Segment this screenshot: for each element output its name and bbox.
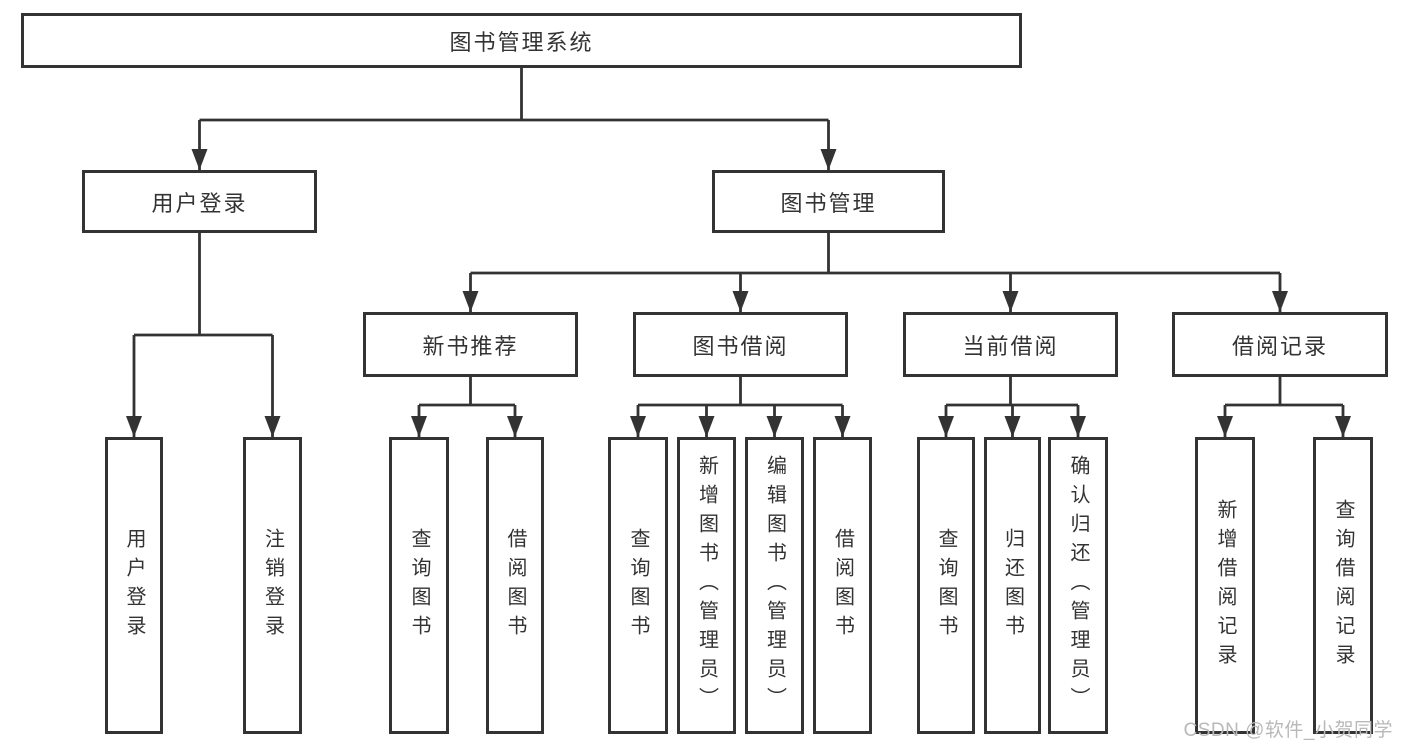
connector-user-login-group (126, 233, 281, 437)
leaf-records-add-borrow-record: 新增借阅记录 (1195, 437, 1255, 734)
csdn-watermark: CSDN @软件_小贺同学 (1183, 720, 1393, 741)
leaf-borrowing-add-books-admin: 新增图书（管理员） (677, 437, 736, 734)
leaf-borrowing-edit-books-admin: 编辑图书（管理员） (745, 437, 804, 734)
leaf-current-return-books: 归还图书 (984, 437, 1041, 734)
connector-book-mgmt-to-level2 (462, 233, 1288, 312)
node-new-book-recommend: 新书推荐 (363, 312, 578, 377)
connector-borrow-record-group (1217, 377, 1351, 437)
node-current-borrowing: 当前借阅 (903, 312, 1118, 377)
node-user-login: 用户登录 (82, 170, 317, 233)
leaf-newbook-query-books: 查询图书 (389, 437, 449, 734)
connector-new-book-group (411, 377, 523, 437)
leaf-user-login: 用户登录 (105, 437, 163, 734)
leaf-logout: 注销登录 (243, 437, 302, 734)
leaf-borrowing-query-books: 查询图书 (608, 437, 668, 734)
connector-current-borrow-group (938, 377, 1086, 437)
leaf-newbook-borrow-books: 借阅图书 (486, 437, 544, 734)
node-book-management: 图书管理 (712, 170, 945, 233)
leaf-borrowing-borrow-books: 借阅图书 (813, 437, 872, 734)
leaf-current-confirm-return-admin: 确认归还（管理员） (1048, 437, 1108, 734)
leaf-records-query-borrow-record: 查询借阅记录 (1313, 437, 1373, 734)
node-root-library-system: 图书管理系统 (21, 13, 1022, 68)
node-book-borrowing: 图书借阅 (633, 312, 848, 377)
leaf-current-query-books: 查询图书 (917, 437, 975, 734)
connector-book-borrow-group (630, 377, 851, 437)
connector-root-to-level1 (191, 68, 837, 170)
node-borrowing-records: 借阅记录 (1172, 312, 1388, 377)
